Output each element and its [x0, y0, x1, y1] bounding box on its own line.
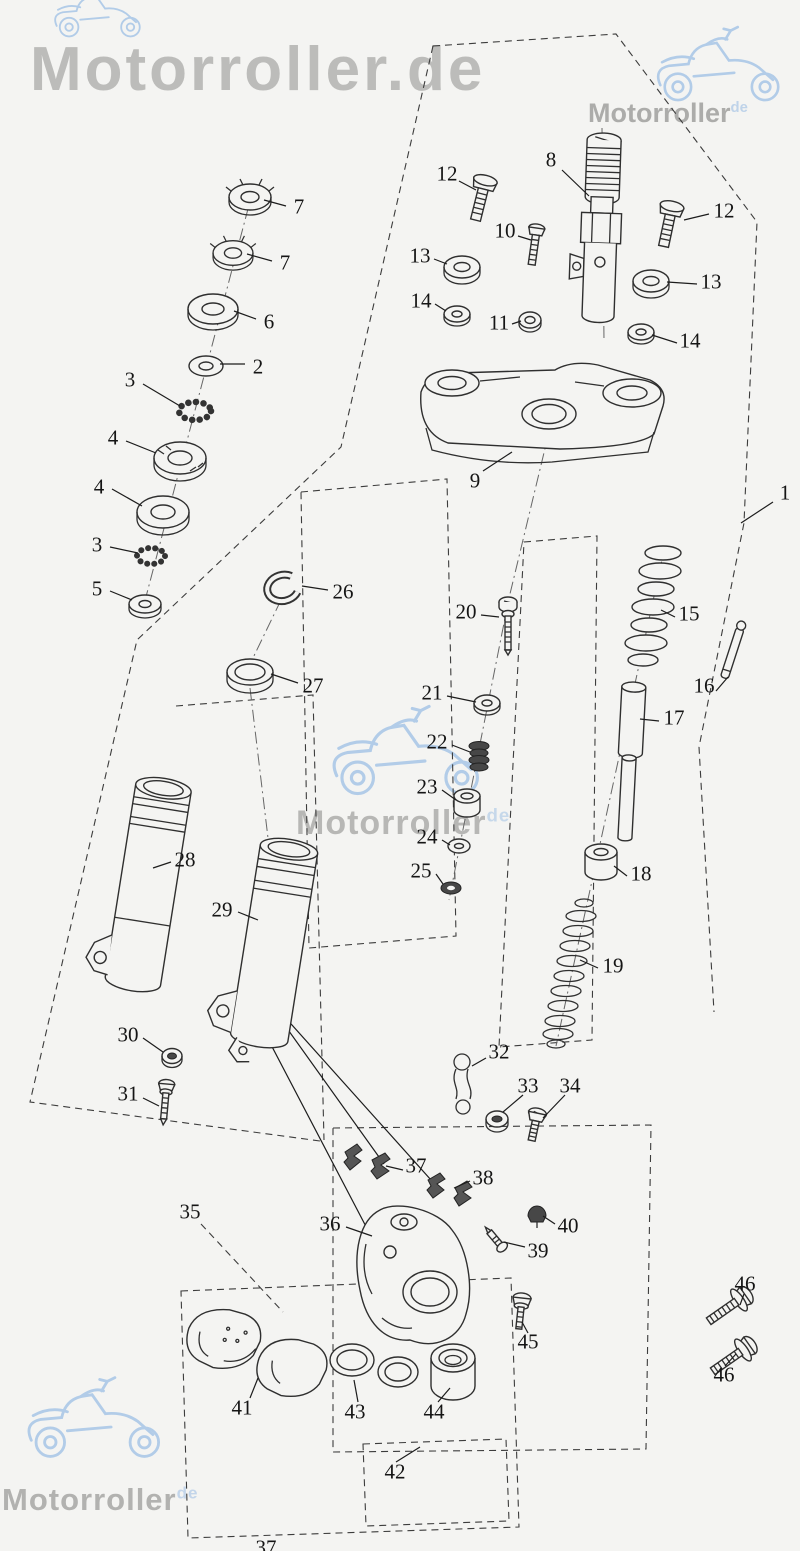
scooter-watermark-icon	[656, 25, 780, 102]
part-12-bolt	[469, 173, 499, 223]
part-13-washer	[443, 255, 481, 285]
part-43-piston-seals	[329, 1343, 419, 1388]
watermark-top: Motorroller.de	[30, 35, 486, 104]
part-34-screw	[527, 1107, 548, 1143]
part-37-pad-clips	[343, 1143, 391, 1180]
part-14-washer	[443, 305, 471, 327]
part-19-spring	[542, 898, 597, 1049]
part-16-rod	[720, 620, 747, 680]
watermark-top-right: Motorrollerde	[588, 98, 748, 129]
part-13-washer	[632, 269, 670, 299]
part-41-brake-pads	[186, 1308, 328, 1397]
part-30-nut	[161, 1047, 183, 1069]
part-12-bolt	[657, 200, 685, 249]
part-18-piston-bushing	[584, 843, 618, 881]
scooter-watermark-icon	[27, 1376, 161, 1458]
part-3-ball-retainer	[134, 545, 168, 567]
part-15-fork-boot	[624, 545, 682, 667]
part-7-castle-nut	[225, 178, 275, 216]
watermark-suffix: de	[730, 100, 748, 116]
watermark-suffix: de	[486, 804, 511, 826]
part-20-damper-bolt	[498, 596, 518, 657]
part-3-ball-retainer	[175, 398, 215, 424]
part-39-bleeder-valve	[484, 1225, 509, 1253]
part-4-bearing-race	[153, 441, 207, 482]
part-32-lockwire	[453, 1053, 472, 1115]
part-8-steering-stem	[568, 132, 623, 324]
part-5-dust-seal	[128, 594, 162, 619]
scooter-watermark-icon	[332, 704, 479, 796]
part-2-washer	[188, 355, 224, 377]
part-28-fork-tube	[85, 776, 192, 993]
part-21-washer	[473, 694, 501, 716]
part-33-nut	[485, 1110, 509, 1133]
part-46-mount-bolt	[705, 1285, 754, 1326]
part-29-fork-tube	[206, 837, 319, 1063]
part-6-bearing-cover	[187, 293, 239, 331]
part-45-pad-pin-bolt	[512, 1292, 532, 1330]
part-14-washer	[627, 323, 655, 345]
part-24-washer	[447, 838, 471, 854]
part-44-caliper-piston	[430, 1343, 476, 1401]
scooter-watermark-icon	[54, 0, 141, 38]
watermark-bottom: Motorrollerde	[2, 1482, 199, 1518]
part-46-mount-bolt	[709, 1335, 758, 1376]
watermark-brand: Motorroller	[2, 1482, 177, 1517]
part-27-collar	[226, 658, 274, 694]
part-7-castle-nut	[209, 235, 257, 271]
part-36-brake-caliper	[356, 1205, 471, 1345]
leader-lines	[109, 169, 774, 1463]
part-22-spring-stack	[468, 741, 490, 772]
part-9-bottom-bridge	[420, 362, 665, 464]
part-23-bushing	[453, 788, 481, 818]
part-4-bearing-race	[136, 495, 190, 536]
part-25-seal-ring	[440, 881, 462, 895]
watermark-suffix: de	[176, 1483, 199, 1503]
part-26-circlip	[263, 570, 302, 606]
part-10-screw	[527, 223, 546, 266]
part-31-drain-bolt	[157, 1078, 176, 1127]
part-11-nut	[518, 311, 542, 333]
part-40-rubber-cap	[527, 1205, 547, 1228]
part-17-damper-tube	[617, 681, 647, 842]
part-38-pad-clips	[426, 1172, 473, 1207]
watermark-brand: Motorroller	[588, 98, 731, 128]
